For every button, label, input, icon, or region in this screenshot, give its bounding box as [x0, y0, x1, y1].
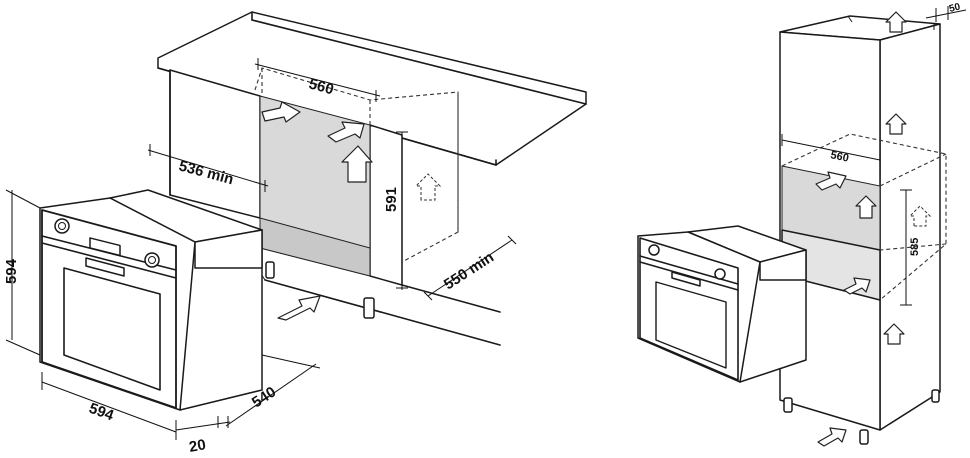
column-niche-outline-dashed	[781, 133, 947, 301]
dim-front-panel: 20	[188, 436, 207, 456]
airflow-arrow-icon	[883, 323, 905, 345]
airflow-arrow-icon	[885, 11, 907, 33]
airflow-arrow-icon	[843, 277, 871, 295]
airflow-arrow-icon	[341, 145, 373, 183]
airflow-arrow-icon	[261, 101, 301, 123]
dimension-lines-left	[5, 58, 517, 440]
airflow-arrow-icon	[815, 171, 847, 191]
airflow-arrow-icon	[327, 121, 365, 143]
niche-cavity	[259, 95, 371, 277]
dim-oven-width: 594	[87, 400, 117, 425]
ventilation-arrows	[261, 101, 442, 321]
airflow-arrow-icon	[885, 113, 907, 135]
oven-handle	[671, 271, 701, 287]
airflow-arrow-icon	[414, 173, 442, 201]
dim-niche-height: 591	[383, 187, 400, 212]
airflow-arrow-icon	[908, 205, 932, 227]
dim-column-niche-height: 585	[909, 238, 921, 256]
cabinet-feet	[265, 261, 375, 319]
oven-display	[89, 237, 121, 257]
column-ventilation-arrows	[815, 11, 932, 447]
column-installation-view: 560 585 50	[637, 1, 967, 447]
dim-rear-gap: 50	[948, 1, 962, 14]
dimension-labels-right: 560 585 50	[829, 1, 962, 256]
oven-handle	[85, 257, 125, 277]
control-knob-icon	[54, 218, 70, 234]
control-knob-icon	[144, 252, 160, 268]
airflow-arrow-icon	[277, 295, 321, 321]
airflow-arrow-icon	[855, 195, 877, 219]
oven-left	[39, 189, 263, 411]
dim-cabinet-depth-min: 550 min	[441, 249, 497, 294]
airflow-arrow-icon	[817, 427, 847, 447]
control-knob-icon	[714, 268, 726, 280]
undercounter-installation-view: 560 536 min 591 550 min 594 594 540 20	[3, 11, 587, 456]
oven-right	[637, 225, 807, 383]
dim-niche-width: 560	[307, 75, 336, 98]
niche-outline-dashed	[254, 67, 459, 263]
dim-column-niche-width: 560	[829, 149, 849, 165]
dim-oven-height: 594	[3, 258, 20, 284]
control-knob-icon	[648, 244, 660, 256]
dimension-lines-right	[781, 6, 967, 306]
column-cabinet-feet	[783, 389, 940, 445]
